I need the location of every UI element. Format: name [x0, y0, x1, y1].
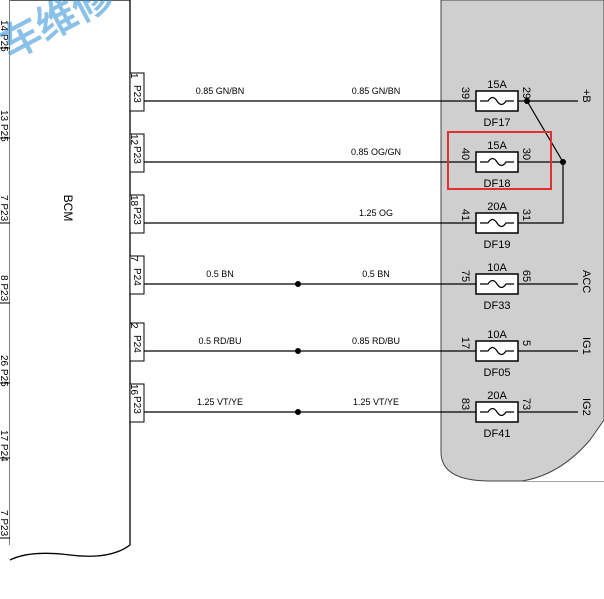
left-edge-label: 26 P25 [0, 355, 9, 387]
left-module-strip [0, 0, 10, 560]
wire-spec-right: 1.25 OG [359, 208, 393, 218]
fuse-name: DF17 [484, 117, 511, 129]
left-edge-labels: 14 P25 13 P25 7 P23 8 P23 26 P25 17 P24 7 P23 [0, 20, 10, 539]
output-label: IG1 [580, 337, 592, 355]
fuse-name: DF05 [484, 367, 511, 379]
fuse-out-pin: 29 [520, 87, 532, 99]
fuse-out-pin: 73 [520, 398, 532, 410]
left-edge-label: 13 P25 [0, 110, 9, 142]
fuse-name: DF19 [484, 239, 511, 251]
connector-tab [129, 133, 145, 173]
fuse-element [480, 279, 514, 289]
wire-spec-right: 1.25 VT/YE [353, 397, 399, 407]
fuse-rating: 10A [487, 262, 507, 274]
fuse-box-panel-cut [522, 420, 604, 481]
battery-label: +B [580, 89, 592, 103]
connector-pin: 7 [128, 256, 139, 262]
splice-dot [295, 348, 301, 354]
highlight-box [447, 131, 552, 190]
connector-pin: 18 [128, 195, 139, 207]
connector-tab [129, 72, 145, 112]
fuse-rating: 10A [487, 329, 507, 341]
fuse-rating: 20A [487, 201, 507, 213]
wire-spec-right: 0.5 BN [362, 269, 390, 279]
fuse-name: DF18 [484, 178, 511, 190]
bcm-module-box [9, 0, 131, 561]
fuse-rating: 15A [487, 79, 507, 91]
fuse-in-pin: 41 [459, 209, 471, 221]
fuse-in-pin: 39 [459, 87, 471, 99]
left-edge-label: 17 P24 [0, 430, 9, 462]
fuse-name: DF33 [484, 300, 511, 312]
fuse-element [480, 218, 514, 228]
fuse-in-pin: 17 [459, 337, 471, 349]
connector-pin: 1 [128, 73, 139, 79]
connector-pin: 16 [128, 384, 139, 396]
fuse-out-pin: 30 [520, 148, 532, 160]
left-edge-label: 7 P23 [0, 195, 9, 222]
wire-spec-right: 0.85 RD/BU [352, 336, 400, 346]
fuse-in-pin: 40 [459, 148, 471, 160]
connector-pin: 2 [128, 323, 139, 329]
bus-link [518, 162, 564, 224]
connector-tab [129, 322, 145, 362]
connector-code: P23 [131, 396, 142, 414]
left-edge-label: 8 P23 [0, 275, 9, 302]
fuse-element [480, 346, 514, 356]
wire-spec-left: 0.5 RD/BU [198, 336, 241, 346]
connector-tab [129, 383, 145, 423]
wire-spec-right: 0.85 OG/GN [351, 147, 401, 157]
connector-code: P23 [131, 85, 142, 103]
fuse-rating: 15A [487, 140, 507, 152]
fuse-element [480, 96, 514, 106]
splice-dot [295, 409, 301, 415]
splice-dot [295, 281, 301, 287]
left-edge-label: 14 P25 [0, 20, 9, 52]
connector-code: P24 [131, 335, 142, 353]
fuse-element [480, 407, 514, 417]
fuse-out-pin: 5 [520, 340, 532, 346]
bcm-label: BCM [61, 195, 75, 222]
connector-code: P23 [131, 207, 142, 225]
output-label: IG2 [580, 398, 592, 416]
fuse-in-pin: 83 [459, 398, 471, 410]
fuse-element [480, 157, 514, 167]
fuse-name: DF41 [484, 428, 511, 440]
connector-code: P24 [131, 268, 142, 286]
fuse-out-pin: 65 [520, 270, 532, 282]
connector-tab [129, 194, 145, 234]
fuse-in-pin: 75 [459, 270, 471, 282]
wire-spec-left: 1.25 VT/YE [197, 397, 243, 407]
wire-spec-left: 0.5 BN [206, 269, 234, 279]
wire-spec-left: 0.85 GN/BN [196, 86, 245, 96]
fuse-rating: 20A [487, 390, 507, 402]
connector-tab [129, 255, 145, 295]
connector-pin: 12 [128, 134, 139, 146]
wire-spec-right: 0.85 GN/BN [352, 86, 401, 96]
fuse-out-pin: 31 [520, 209, 532, 221]
left-edge-label: 7 P23 [0, 510, 9, 537]
connector-code: P23 [131, 146, 142, 164]
output-label: ACC [580, 270, 592, 293]
